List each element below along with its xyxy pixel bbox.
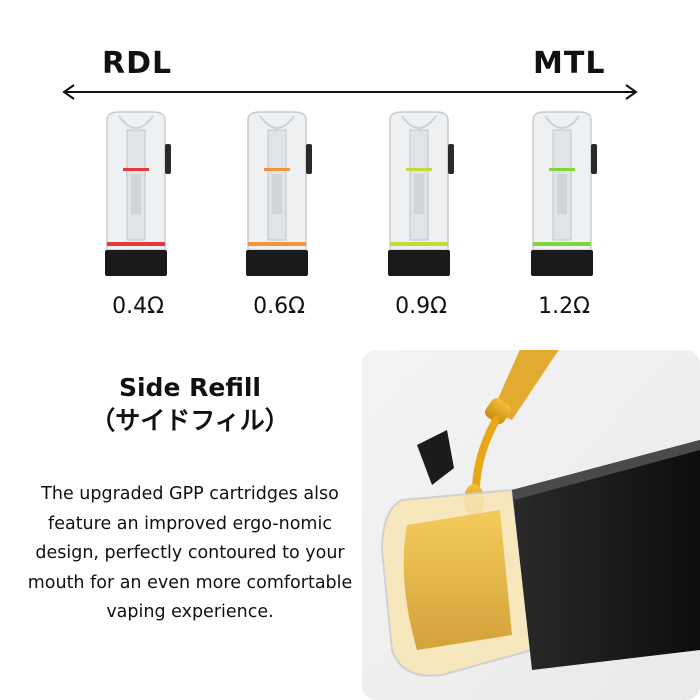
pod-band-top — [123, 168, 149, 171]
resistance-label-3: 0.9Ω — [395, 294, 447, 319]
mtl-label: MTL — [533, 46, 606, 81]
pod-band-top — [406, 168, 432, 171]
pod-band-bottom — [107, 242, 165, 246]
rdl-label: RDL — [102, 46, 173, 81]
pod-band-top — [264, 168, 290, 171]
resistance-label-1: 0.4Ω — [112, 294, 164, 319]
pod-cartridge-2 — [246, 111, 312, 276]
resistance-label-4: 1.2Ω — [538, 294, 590, 319]
side-refill-photo — [362, 350, 700, 700]
pod-band-bottom — [390, 242, 448, 246]
feature-description: The upgraded GPP cartridges also feature… — [27, 484, 353, 622]
pod-band-bottom — [533, 242, 591, 246]
pod-band-top — [549, 168, 575, 171]
pod-cartridge-1 — [105, 111, 171, 276]
pod-band-bottom — [248, 242, 306, 246]
feature-title: Side Refill — [118, 373, 261, 402]
resistance-label-2: 0.6Ω — [253, 294, 305, 319]
pod-cartridge-3 — [388, 111, 454, 276]
pod-cartridge-4 — [531, 111, 597, 276]
scale-arrow — [62, 84, 638, 100]
feature-subtitle: （サイドフィル） — [90, 406, 290, 435]
